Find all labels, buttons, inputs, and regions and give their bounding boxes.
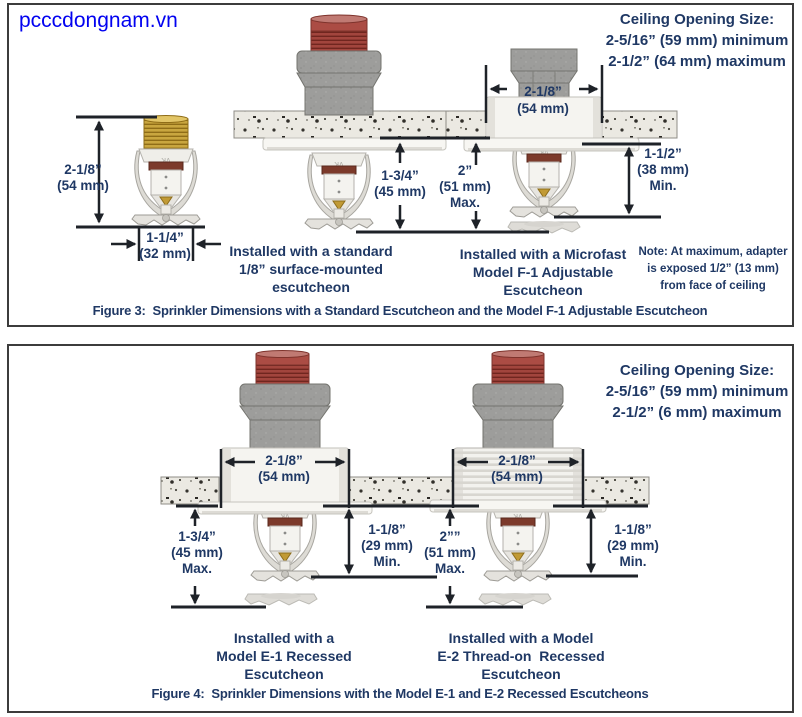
adapter-note: Note: At maximum, adapter (638, 246, 788, 258)
supply-pipe-surface (310, 14, 368, 52)
dim-label: 1-1/8” (614, 522, 652, 537)
union-fitting-surface (296, 50, 382, 116)
caption-standard: escutcheon (272, 279, 350, 295)
dim-label: (54 mm) (491, 469, 543, 484)
dim-label: (32 mm) (139, 246, 191, 261)
dim-label: 1-3/4” (178, 529, 216, 544)
supply-pipe-e2 (491, 350, 545, 385)
ceiling-opening-max: 2-1/2” (6 mm) maximum (612, 404, 782, 421)
dim-label: (54 mm) (517, 101, 569, 116)
figure4-drawing (160, 350, 650, 609)
sprinkler-e2 (483, 504, 553, 582)
dim-label: 2-1/8” (524, 84, 562, 99)
dim-label: 2-1/8” (498, 453, 536, 468)
ceiling-slab-f1 (445, 110, 678, 139)
ceiling-opening-title: Ceiling Opening Size: (619, 362, 775, 379)
ghost-deflector-e1 (244, 592, 318, 606)
caption-e2: Escutcheon (481, 666, 561, 682)
ceiling-opening-title: Ceiling Opening Size: (619, 11, 775, 28)
dimension-lines-f3 (76, 65, 661, 261)
sprinkler-surface (304, 152, 374, 230)
sprinkler-f1 (509, 140, 579, 218)
supply-pipe-e1 (255, 350, 310, 385)
ghost-deflector-e2 (478, 592, 552, 606)
dim-label: (54 mm) (57, 178, 109, 193)
dim-label: 2”” (439, 529, 461, 544)
ceiling-opening-min: 2-5/16” (59 mm) minimum (605, 383, 789, 400)
caption-f1: Model F-1 Adjustable (472, 264, 614, 280)
caption-e1: Installed with a (233, 630, 335, 646)
caption-e1: Model E-1 Recessed (216, 648, 352, 664)
figure4-caption: Figure 4: Sprinkler Dimensions with the … (151, 686, 649, 701)
ceiling-opening-max: 2-1/2” (64 mm) maximum (608, 53, 786, 70)
figure3-drawing: VK (76, 14, 678, 261)
surface-escutcheon-plate (262, 137, 447, 151)
dim-label: (38 mm) (637, 162, 689, 177)
caption-f1: Installed with a Microfast (459, 246, 627, 262)
dim-label: Max. (449, 195, 481, 210)
sprinkler-e1 (250, 504, 320, 582)
e1-escutcheon-plate (197, 501, 373, 515)
dim-label: Min. (373, 554, 401, 569)
union-fitting-e1 (239, 383, 331, 453)
dim-label: 1-1/2” (644, 146, 682, 161)
dim-label: (29 mm) (361, 538, 413, 553)
sprinkler-bare (131, 148, 201, 226)
watermark: pcccdongnam.vn (19, 9, 178, 32)
adapter-note: is exposed 1/2” (13 mm) (647, 263, 779, 275)
dim-label: (51 mm) (424, 545, 476, 560)
dim-label: 1-3/4” (381, 168, 419, 183)
dim-label: Max. (181, 561, 213, 576)
dim-label: 2-1/8” (265, 453, 303, 468)
sprinkler-bare-thread (143, 115, 189, 150)
dim-label: (45 mm) (171, 545, 223, 560)
dim-label: 1-1/4” (146, 230, 184, 245)
dim-label: 2-1/8” (64, 162, 102, 177)
caption-f1: Escutcheon (503, 282, 583, 298)
dim-label: (51 mm) (439, 179, 491, 194)
caption-standard: 1/8” surface-mounted (239, 261, 383, 277)
dim-label: (29 mm) (607, 538, 659, 553)
dim-label: Max. (434, 561, 466, 576)
union-fitting-e2 (472, 383, 564, 453)
figure4-panel: Ceiling Opening Size: 2-5/16” (59 mm) mi… (7, 344, 794, 713)
dim-label: 1-1/8” (368, 522, 406, 537)
caption-e2: Installed with a Model (448, 630, 594, 646)
dimension-lines-f4 (171, 449, 648, 609)
dim-label: Min. (649, 178, 677, 193)
figure3-panel: VK (7, 3, 794, 327)
dim-label: 2” (457, 163, 473, 178)
caption-standard: Installed with a standard (229, 243, 393, 259)
dim-label: Min. (619, 554, 647, 569)
figure3-caption: Figure 3: Sprinkler Dimensions with a St… (92, 303, 708, 318)
caption-e1: Escutcheon (244, 666, 324, 682)
caption-e2: E-2 Thread-on Recessed (437, 648, 605, 664)
dim-label: (54 mm) (258, 469, 310, 484)
adapter-note: from face of ceiling (660, 280, 766, 292)
dim-label: (45 mm) (374, 184, 426, 199)
ceiling-opening-min: 2-5/16” (59 mm) minimum (605, 32, 789, 49)
